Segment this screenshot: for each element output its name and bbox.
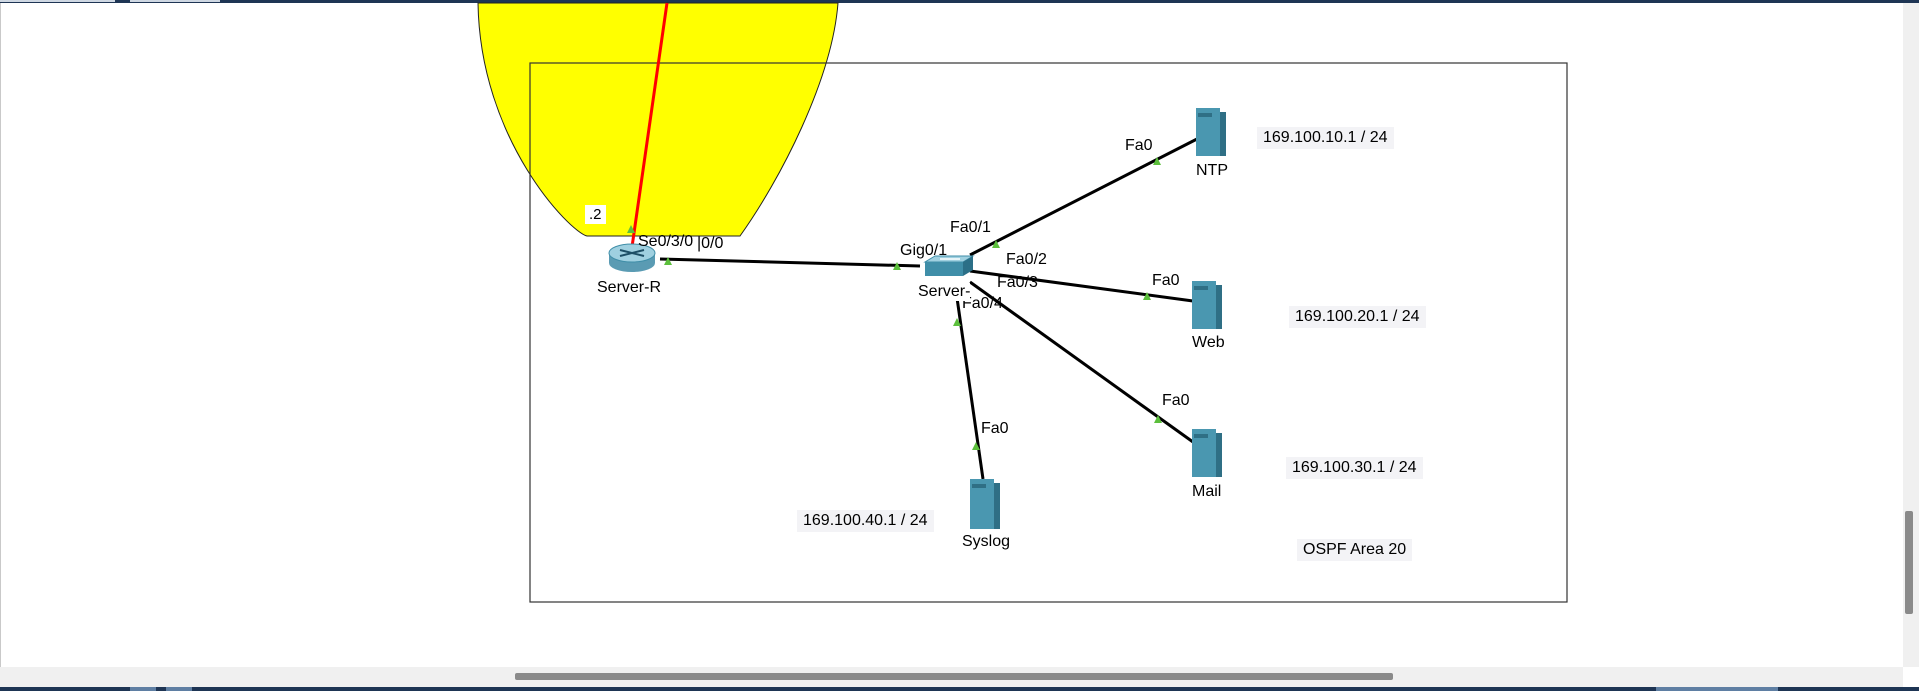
serial-link [630,2,669,248]
link-syslog [953,283,985,480]
web-ip-note: 169.100.20.1 / 24 [1289,306,1426,328]
vertical-scrollbar[interactable] [1903,3,1919,667]
switch-port-label: Fa0/3 [997,274,1038,291]
link-indicator [1153,157,1161,165]
web-server-name[interactable]: Web [1192,334,1225,351]
logical-workspace[interactable] [0,3,1903,667]
server-icon-ntp [1196,108,1226,156]
bottom-status-bar [0,687,1919,691]
link-indicator [893,262,901,270]
server-icon-web [1192,281,1222,329]
router-icon [608,243,656,272]
title-tab[interactable] [130,0,220,2]
switch-icon [923,255,975,276]
server-icon-syslog [970,479,1000,529]
link-indicator [627,225,635,233]
ntp-ip-note: 169.100.10.1 / 24 [1257,127,1394,149]
mail-ip-note: 169.100.30.1 / 24 [1286,457,1423,479]
syslog-ip-note: 169.100.40.1 / 24 [797,510,934,532]
ntp-server-name[interactable]: NTP [1196,162,1228,179]
link-mail [969,280,1194,444]
window-title-bar [0,0,1919,3]
area-label: OSPF Area 20 [1297,539,1413,561]
link-web [969,269,1194,303]
vertical-scroll-thumb[interactable] [1905,511,1913,614]
partial-interface-label: |0/0 [697,235,724,252]
router-name[interactable]: Server-R [597,279,662,296]
mail-port-label: Fa0 [1162,392,1190,409]
link-indicator [953,318,961,326]
link-ntp [969,137,1198,257]
title-tab[interactable] [0,0,115,2]
switch-port-label: Fa0/1 [950,219,991,236]
syslog-port-label: Fa0 [981,420,1009,437]
bottom-bar-button[interactable] [166,687,192,691]
link-indicator [992,240,1000,248]
mail-server-name[interactable]: Mail [1192,483,1222,500]
link-indicator [972,442,980,450]
area-boundary [529,62,1568,603]
selection-highlight [477,2,839,237]
router-switch-link [659,257,921,268]
syslog-server-name[interactable]: Syslog [962,533,1011,550]
horizontal-scroll-thumb[interactable] [515,673,1393,680]
ntp-port-label: Fa0 [1125,137,1153,154]
link-indicator [1143,292,1151,300]
router-address-octet: .2 [585,205,606,224]
link-indicator [664,257,672,265]
switch-port-label: Fa0/4 [962,295,1003,312]
router-interface-label: Se0/3/0 [638,233,694,250]
switch-name[interactable]: Server- [918,283,971,301]
switch-uplink-label: Gig0/1 [900,242,948,259]
bottom-bar-button[interactable] [1656,687,1778,691]
server-icon-mail [1192,429,1222,477]
switch-port-label: Fa0/2 [1006,251,1047,268]
web-port-label: Fa0 [1152,272,1180,289]
bottom-bar-button[interactable] [130,687,156,691]
link-indicator [1154,415,1162,423]
